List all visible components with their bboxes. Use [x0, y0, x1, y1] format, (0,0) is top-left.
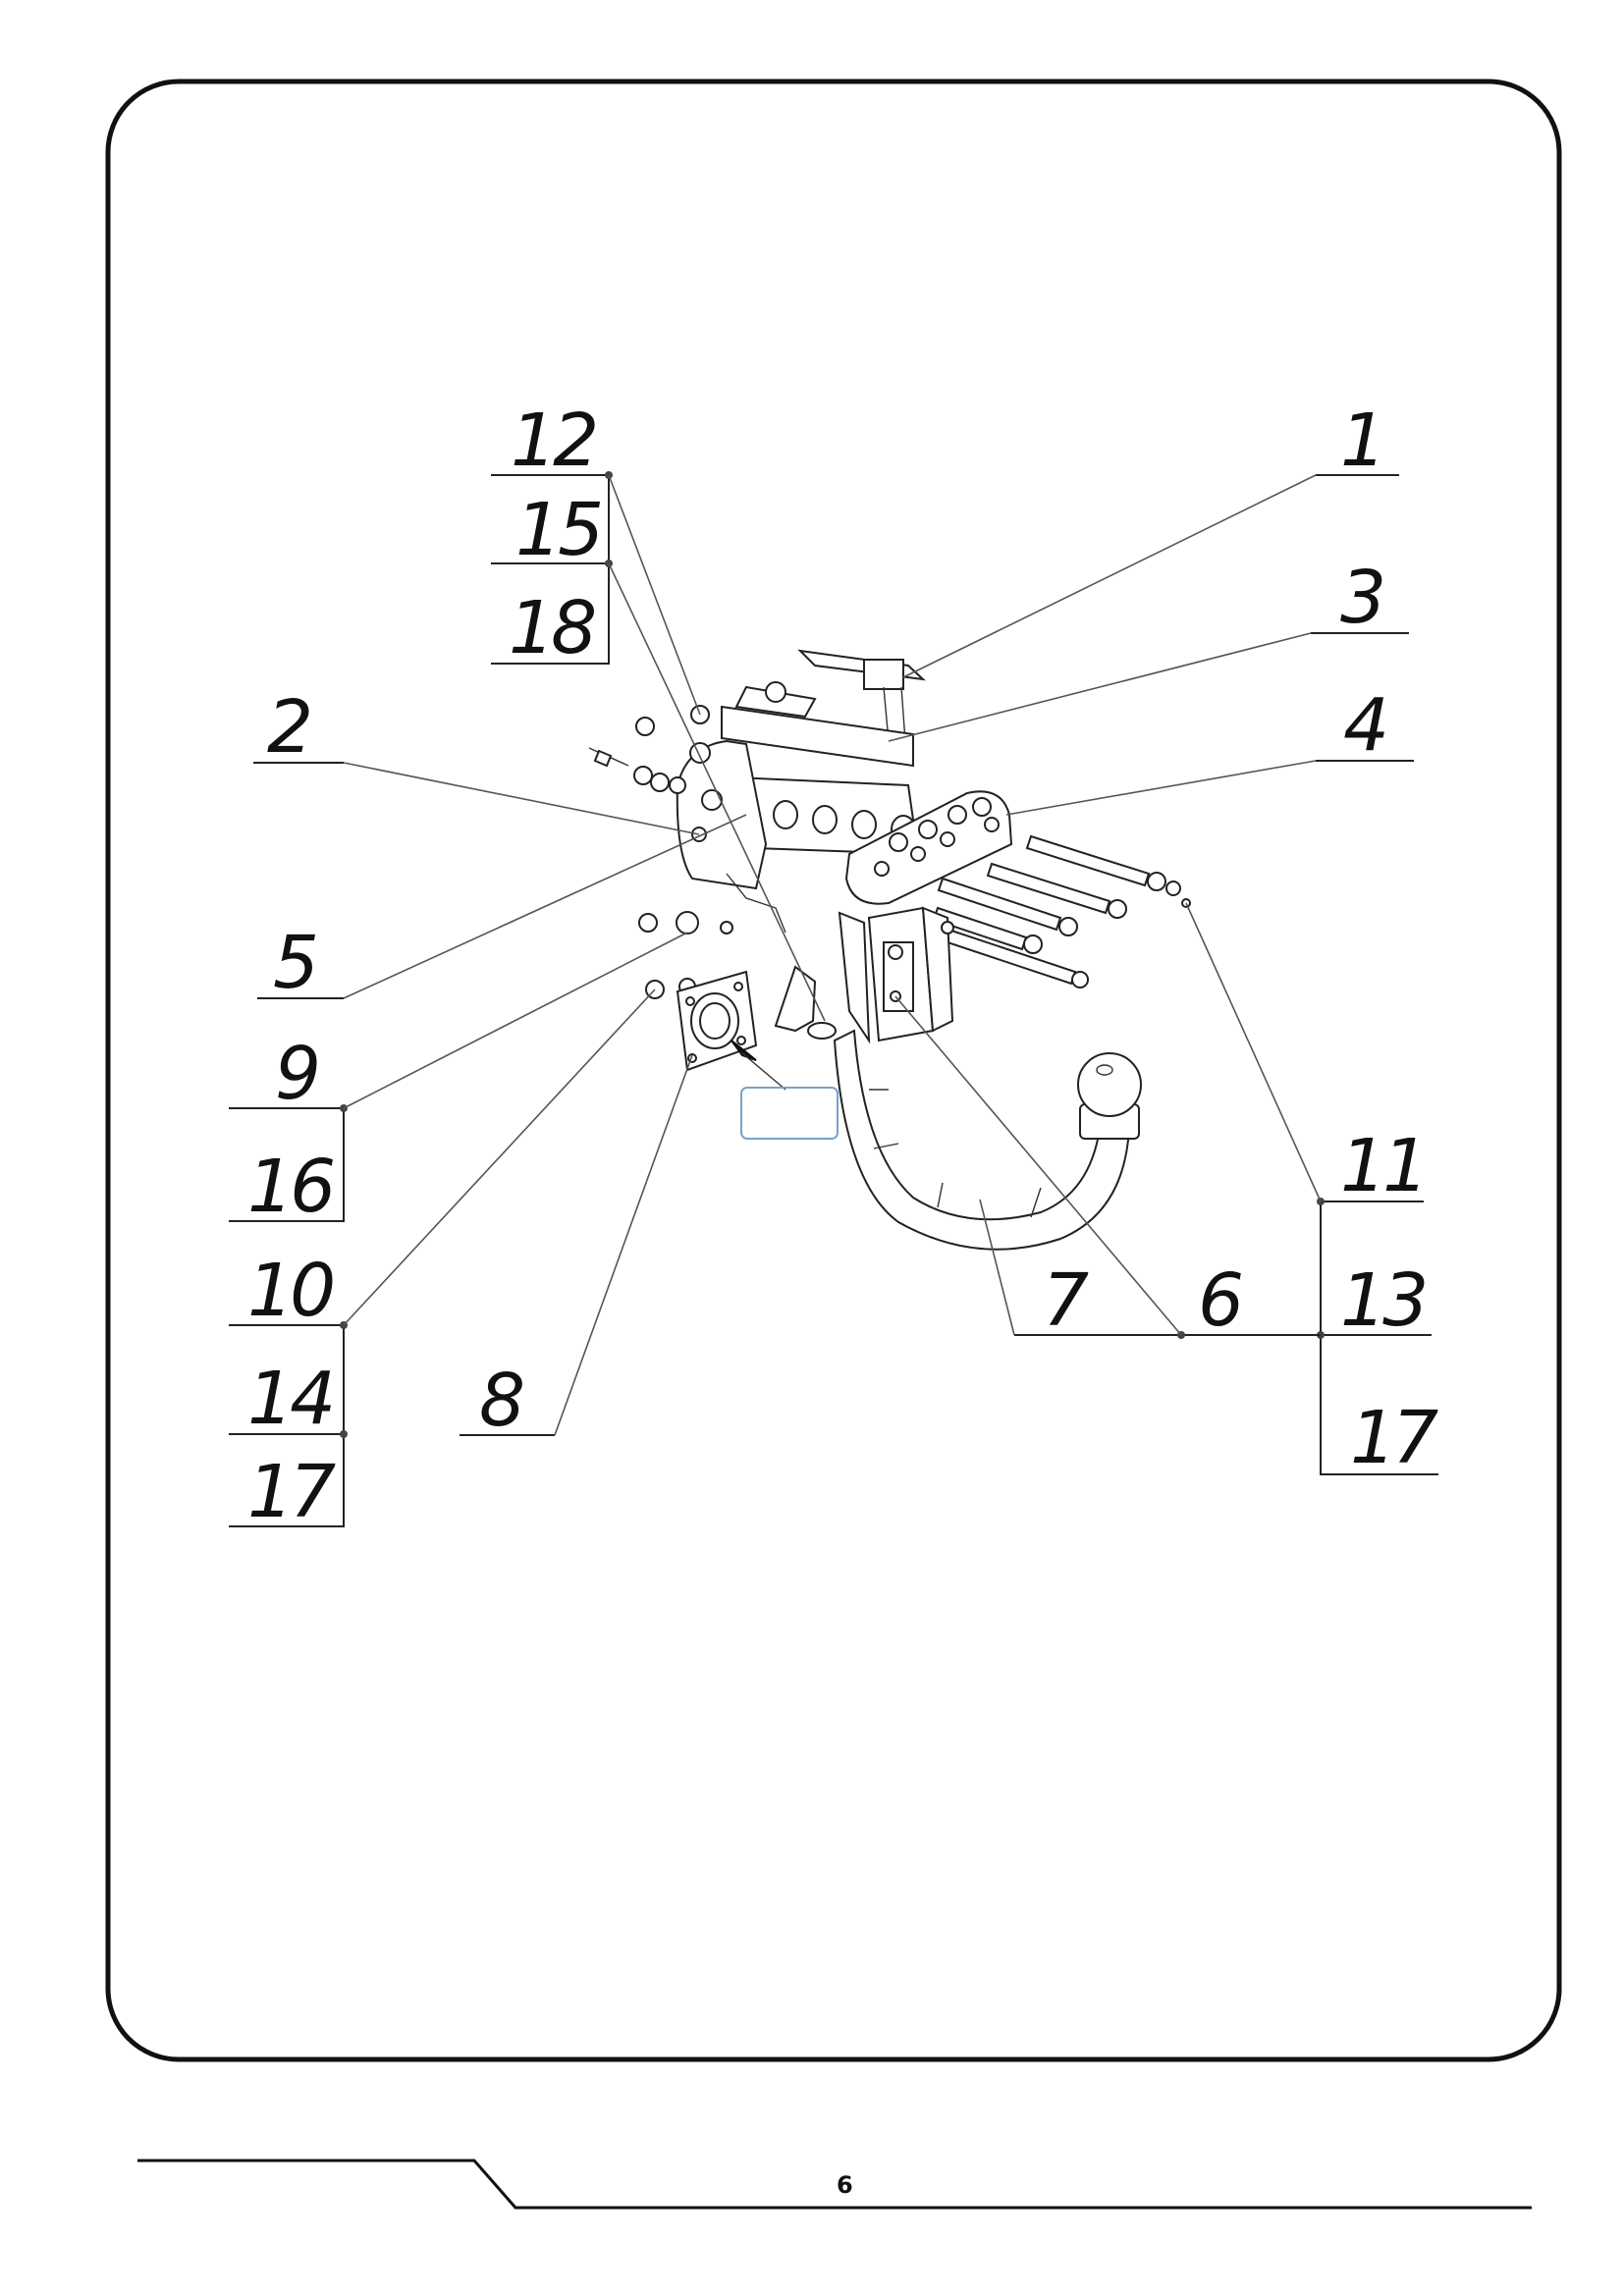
callout-18: 18	[509, 586, 594, 670]
callout-7: 7	[1043, 1258, 1089, 1343]
callout-2: 2	[267, 685, 309, 770]
callout-17-left: 17	[247, 1450, 336, 1534]
callout-8: 8	[479, 1359, 522, 1443]
callout-labels: 12 15 18 1 3 4 2 5 9 16 10 14 17 8 7 6 1…	[247, 399, 1442, 1534]
part-6-mounting-block	[774, 906, 954, 1044]
leader-lines	[229, 471, 1438, 1527]
part-7-tow-hook	[833, 1029, 1142, 1251]
callout-5: 5	[273, 921, 315, 1005]
socket-label-box	[740, 1087, 839, 1140]
callout-10: 10	[247, 1249, 333, 1333]
callout-9: 9	[275, 1032, 317, 1116]
part-1-top-bracket	[797, 649, 926, 742]
page-number: 6	[837, 2171, 853, 2199]
part-4-right-plate	[844, 790, 1013, 905]
callout-15: 15	[515, 488, 600, 572]
bolts-right	[932, 834, 1191, 988]
part-8-socket-plate	[676, 970, 839, 1140]
callout-12: 12	[511, 399, 595, 483]
drawing-frame	[105, 79, 1562, 2062]
page-footer: 6	[137, 2159, 1532, 2210]
callout-17-right: 17	[1350, 1396, 1438, 1480]
towbar-assembly	[588, 649, 1191, 1251]
footer-rule	[137, 2159, 1532, 2210]
callout-16: 16	[247, 1145, 333, 1229]
callout-6: 6	[1198, 1258, 1241, 1343]
part-2-left-plate	[676, 739, 786, 934]
callout-13: 13	[1340, 1258, 1425, 1343]
callout-11: 11	[1340, 1124, 1425, 1208]
callout-1: 1	[1340, 399, 1382, 483]
callout-3: 3	[1340, 556, 1382, 640]
callout-4: 4	[1343, 683, 1385, 768]
callout-14: 14	[247, 1357, 332, 1441]
part-3-upper-beam	[721, 681, 914, 768]
